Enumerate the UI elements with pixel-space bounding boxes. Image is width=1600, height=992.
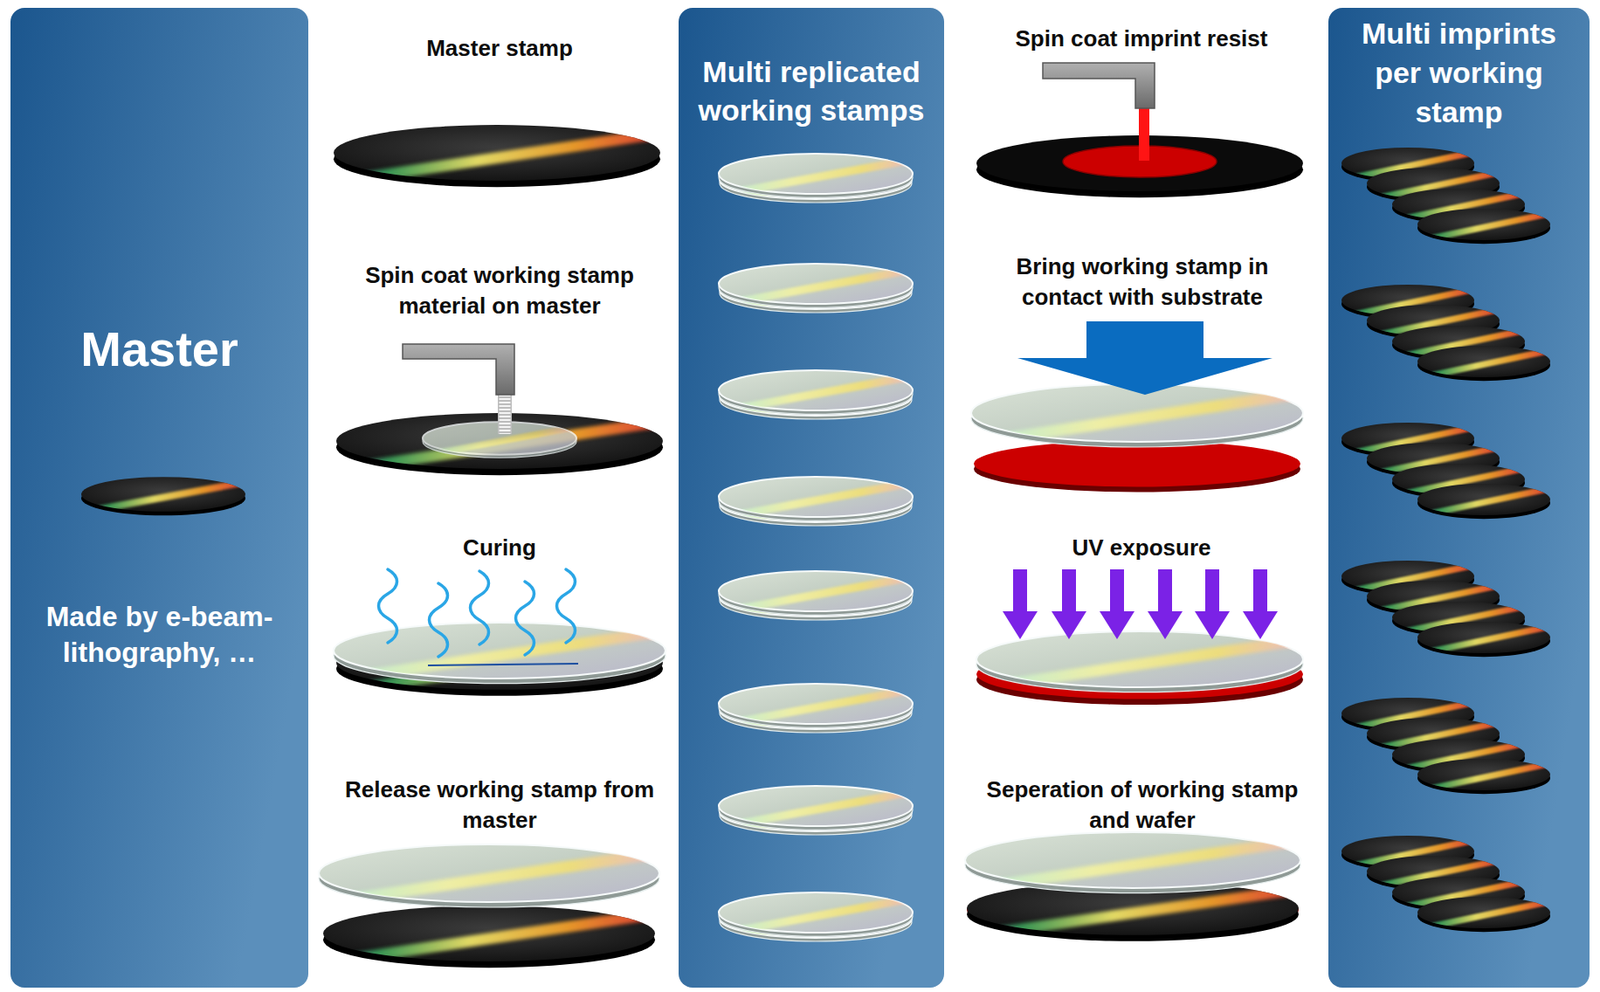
panel-ground	[678, 7, 945, 988]
panel-heading: Master	[20, 321, 300, 378]
panel-ground	[10, 7, 309, 988]
panel-ground	[1328, 7, 1590, 988]
uv-arrows	[1002, 569, 1278, 640]
master-wafer	[289, 903, 689, 973]
resist-substrate	[973, 441, 1301, 493]
resist-stream	[1138, 106, 1150, 161]
panel-band: Multi imprints per working stamp	[1328, 7, 1590, 988]
panel-note: Made by e-beam-lithography, …	[19, 599, 301, 671]
imprinted-wafer-stack	[1328, 145, 1564, 936]
step-label: Seperation of working stamp and wafer	[976, 774, 1309, 836]
working-stamp	[944, 628, 1337, 699]
press-arrow	[1017, 321, 1273, 395]
step-label: UV exposure	[975, 532, 1308, 564]
panel-band: MasterMade by e-beam-lithography, …	[10, 7, 309, 988]
step-label: Master stamp	[333, 33, 666, 64]
cure-line	[427, 663, 579, 666]
working-stamp	[284, 841, 694, 915]
master-wafer	[301, 122, 694, 193]
panel-heading: Multi replicated working stamps	[682, 52, 941, 130]
master-wafer	[64, 475, 263, 520]
dispense-nozzle	[402, 344, 515, 395]
working-stamp-stack	[699, 151, 932, 947]
step-label: Release working stamp from master	[333, 774, 666, 836]
panel-band: Multi replicated working stamps	[678, 7, 945, 988]
working-stamp	[300, 620, 699, 690]
heat-waves	[379, 569, 576, 657]
panel-heading: Multi imprints per working stamp	[1338, 13, 1580, 132]
step-label: Spin coat imprint resist	[975, 23, 1308, 55]
dispense-nozzle	[1042, 62, 1155, 109]
step-label: Curing	[333, 532, 666, 564]
working-stamp	[937, 381, 1337, 455]
step-label: Bring working stamp in contact with subs…	[976, 251, 1309, 313]
step-label: Spin coat working stamp material on mast…	[333, 260, 666, 322]
dispense-stream	[499, 394, 511, 435]
working-stamp	[931, 829, 1335, 900]
dispense-stream	[497, 394, 512, 435]
